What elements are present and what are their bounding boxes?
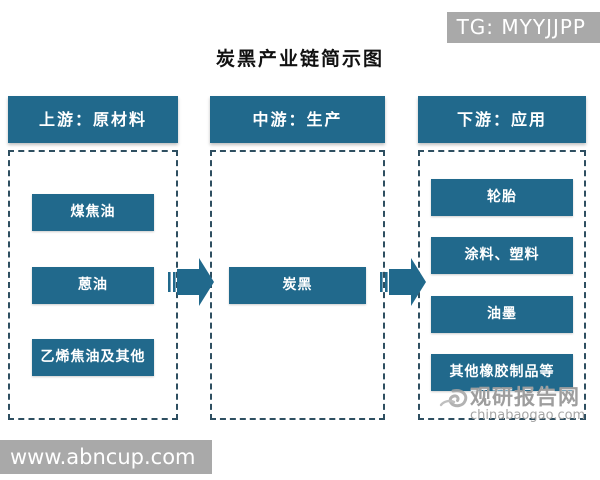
column-midstream: 中游：生产 炭黑 xyxy=(210,96,385,420)
column-downstream-body: 轮胎 涂料、塑料 油墨 其他橡胶制品等 xyxy=(418,150,586,420)
column-downstream: 下游：应用 轮胎 涂料、塑料 油墨 其他橡胶制品等 xyxy=(418,96,586,420)
swirl-logo-icon xyxy=(439,389,468,408)
column-downstream-header: 下游：应用 xyxy=(418,96,586,143)
footer-site-badge: www.abncup.com xyxy=(0,440,212,474)
node-other-rubber-goods: 其他橡胶制品等 xyxy=(431,353,573,391)
watermark-text: 观研报告网 chinabaogao.com xyxy=(470,386,589,423)
watermark-site-domain: chinabaogao.com xyxy=(470,408,586,423)
node-ethylene-tar-etc: 乙烯焦油及其他 xyxy=(32,339,154,377)
column-upstream-body: 煤焦油 蒽油 乙烯焦油及其他 xyxy=(8,150,178,420)
column-midstream-header: 中游：生产 xyxy=(210,96,385,143)
node-anthracene-oil: 蒽油 xyxy=(32,266,154,304)
watermark: 观研报告网 chinabaogao.com xyxy=(438,386,596,423)
node-coal-tar: 煤焦油 xyxy=(32,193,154,231)
node-coatings-plastics: 涂料、塑料 xyxy=(431,237,573,275)
column-midstream-body: 炭黑 xyxy=(210,150,385,420)
arrow-right-icon xyxy=(168,258,214,306)
node-carbon-black: 炭黑 xyxy=(229,266,366,304)
tg-badge: TG: MYYJJPP xyxy=(446,12,600,43)
arrow-right-icon xyxy=(380,258,426,306)
column-upstream-header: 上游：原材料 xyxy=(8,96,178,143)
watermark-site-name: 观研报告网 xyxy=(470,385,580,409)
node-tires: 轮胎 xyxy=(431,179,573,217)
column-upstream: 上游：原材料 煤焦油 蒽油 乙烯焦油及其他 xyxy=(8,96,178,420)
node-ink: 油墨 xyxy=(431,295,573,333)
page-title: 炭黑产业链简示图 xyxy=(215,48,384,70)
